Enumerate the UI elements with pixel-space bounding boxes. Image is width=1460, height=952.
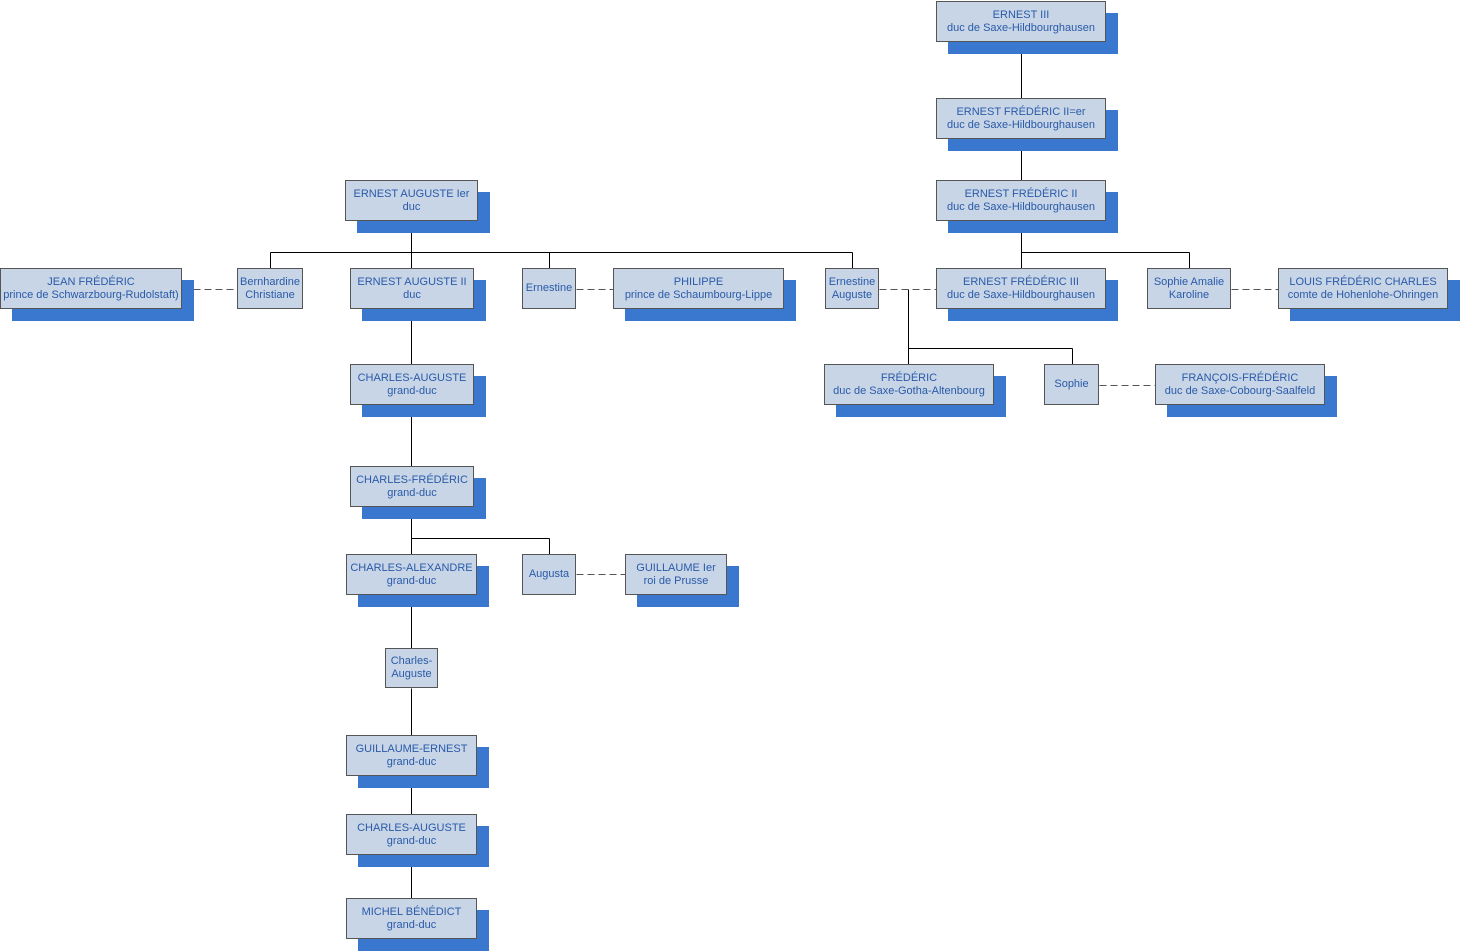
person-title: comte de Hohenlohe-Ohringen [1287,288,1439,301]
person-title: Karoline [1168,288,1210,301]
person-title: grand-duc [386,918,437,931]
person-title: grand-duc [386,834,437,847]
person-name: LOUIS FRÉDÉRIC CHARLES [1289,275,1437,288]
person-name: ERNEST FRÉDÉRIC III [963,275,1079,288]
person-title: duc de Saxe-Hildbourghausen [947,200,1095,213]
person-name: GUILLAUME Ier [636,561,716,574]
person-title: duc [402,200,421,213]
person-title: prince de Schaumbourg-Lippe [624,288,773,301]
person-name: Ernestine [525,282,573,294]
person-name: Sophie Amalie [1153,275,1225,288]
person-name: CHARLES-AUGUSTE [357,371,467,384]
person-title: duc de Saxe-Cobourg-Saalfeld [1164,384,1316,397]
person-title: Auguste [391,668,432,680]
person-box[interactable]: Augusta [522,554,576,595]
person-name: CHARLES-AUGUSTE [357,821,466,834]
person-title: duc [403,288,421,301]
person-name: Bernhardine [240,275,300,288]
person-name: ERNEST AUGUSTE II [357,275,467,288]
person-name: MICHEL BÉNÉDICT [361,905,462,918]
person-title: grand-duc [387,486,437,499]
person-name: PHILIPPE [673,275,724,288]
person-box[interactable]: Sophie [1044,364,1099,405]
person-name: JEAN FRÉDÉRIC [47,275,135,288]
person-name: ERNEST FRÉDÉRIC II [964,187,1078,200]
person-name: ERNEST AUGUSTE Ier [353,187,470,200]
person-name: CHARLES-ALEXANDRE [350,561,473,574]
person-name: Sophie [1054,378,1089,390]
person-title: duc de Saxe-Hildbourghausen [947,288,1095,301]
person-title: Auguste [831,288,873,301]
person-title: roi de Prusse [643,574,709,587]
person-title: duc de Saxe-Hildbourghausen [947,21,1095,34]
person-name: CHARLES-FRÉDÉRIC [356,473,468,486]
person-name: Ernestine [828,275,876,288]
person-title: grand-duc [386,755,437,768]
person-title: grand-duc [387,384,437,397]
person-name: ERNEST FRÉDÉRIC II=er [956,105,1086,118]
person-box[interactable]: Charles-Auguste [385,648,438,688]
person-title: grand-duc [386,574,437,587]
person-name: Augusta [528,568,570,580]
person-title: duc de Saxe-Hildbourghausen [947,118,1095,131]
person-title: Christiane [245,288,295,301]
person-name: FRANÇOIS-FRÉDÉRIC [1181,371,1299,384]
person-name: FRÉDÉRIC [880,371,938,384]
person-title: prince de Schwarzbourg-Rudolstaft) [3,288,179,301]
person-name: GUILLAUME-ERNEST [355,742,468,755]
person-name: ERNEST III [992,8,1050,21]
person-box[interactable]: Ernestine [522,268,576,309]
person-name: Charles- [390,655,433,667]
person-title: duc de Saxe-Gotha-Altenbourg [833,384,985,397]
